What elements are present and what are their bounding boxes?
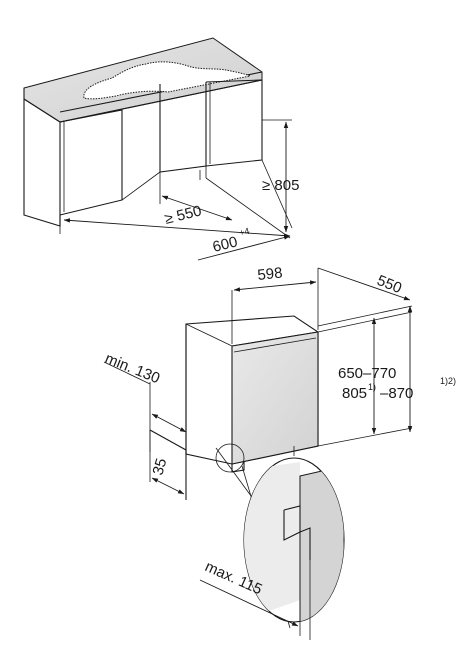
height-range-mark-1: 1) — [368, 382, 376, 392]
plinth-min-label: min. 130 — [103, 350, 163, 387]
niche-depth-label: ≥ 550 — [163, 202, 203, 228]
niche-depth-dimension: ≥ 550 — [159, 172, 233, 228]
appliance-height-dimension: 650–770 805 1) –870 1)2) — [317, 305, 456, 447]
height-range-sep: –870 — [380, 385, 413, 402]
appliance-view: 598 550 650–770 805 1) –870 1)2) min. 13… — [103, 264, 456, 640]
detail-magnifier — [215, 447, 345, 629]
detail-circle-marker — [215, 443, 245, 473]
niche-view: ≥ 805 ≥ 550 600 +4 — [23, 37, 299, 261]
niche-width-label: 600 — [211, 233, 239, 256]
plinth-label: 35 — [150, 456, 171, 477]
appliance-plinth — [215, 443, 295, 473]
appliance-width-label: 598 — [257, 264, 284, 284]
height-range-main: 805 — [342, 385, 367, 402]
niche-width-tolerance: +4 — [238, 226, 250, 238]
left-cabinet — [23, 99, 123, 227]
appliance-depth-dimension: 550 — [317, 267, 413, 327]
door-range-label: 650–770 — [338, 365, 396, 382]
height-range-mark-2: 1)2) — [440, 376, 456, 386]
niche-height-label: ≥ 805 — [262, 177, 299, 194]
niche-height-dimension: ≥ 805 — [261, 119, 299, 233]
plinth-depth-dimension: 35 — [150, 429, 187, 500]
appliance-width-dimension: 598 — [231, 264, 319, 344]
appliance-door — [231, 331, 319, 465]
niche-width-dimension: 600 +4 — [59, 177, 291, 261]
appliance-depth-label: 550 — [375, 272, 405, 297]
worktop-cutout — [83, 61, 252, 100]
worktop — [23, 37, 263, 123]
plinth-min-dimension: min. 130 — [103, 350, 187, 452]
